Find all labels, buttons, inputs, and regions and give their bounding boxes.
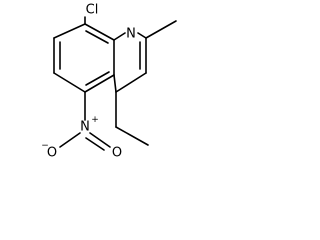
atom-nitro-nitrogen: N: [80, 120, 90, 135]
atom-ring-nitrogen: N: [126, 27, 136, 42]
bond-c3-c4: [115, 72, 147, 93]
bond-n1-c2: [137, 32, 147, 39]
atom-nitro-oxygen-left: O: [47, 146, 57, 161]
bond-ethyl-2: [115, 126, 149, 146]
atom-chlorine: Cl: [86, 3, 99, 18]
bond-c6-c5: [53, 72, 86, 93]
charge-nitro-nitrogen: +: [91, 115, 99, 125]
bond-nitro-o-right-double: [85, 137, 105, 151]
bond-c2-methyl: [145, 20, 177, 39]
molecule-structure: Cl N N + O − O: [41, 3, 177, 161]
bond-c5-c4a-inner: [85, 71, 110, 86]
atom-nitro-oxygen-right: O: [112, 146, 122, 161]
bond-c8a-n1: [113, 32, 126, 41]
bond-nitro-o-left: [59, 132, 81, 148]
bond-c5-c4a: [84, 74, 115, 93]
bond-c8a-c8-inner: [85, 30, 109, 44]
bond-nitro-o-right: [89, 132, 111, 148]
bond-c4-c4a: [113, 74, 117, 93]
bond-c8a-c8: [84, 23, 115, 41]
charge-nitro-oxygen-left: −: [41, 141, 49, 151]
bond-c8-c7: [53, 23, 86, 39]
